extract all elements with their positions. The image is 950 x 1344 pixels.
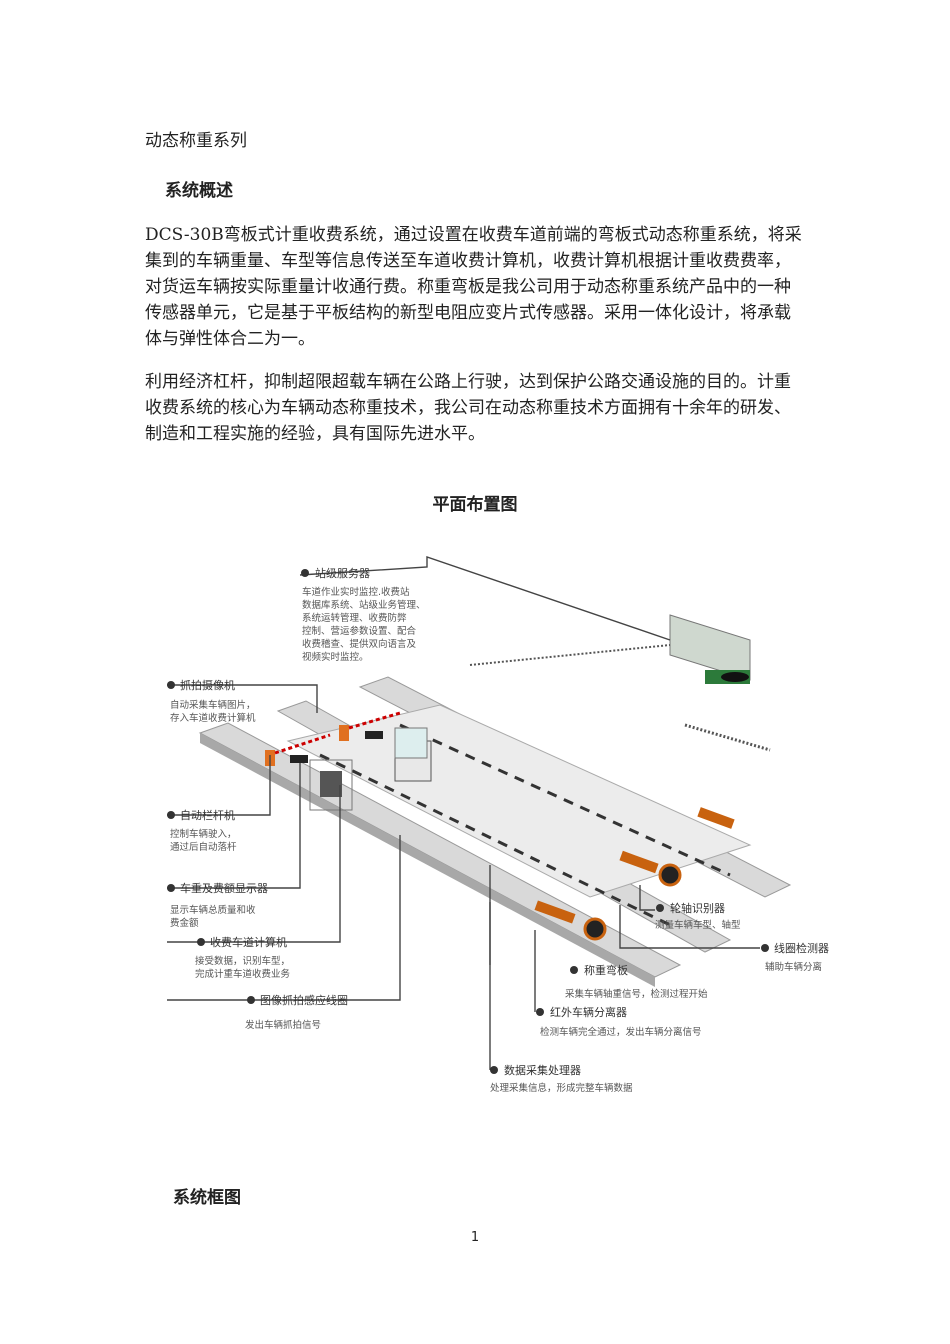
- svg-text:图像抓拍感应线圈: 图像抓拍感应线圈: [260, 993, 348, 1007]
- label-axle: 轮轴识别器 测量车辆车型、轴型: [655, 901, 741, 931]
- toll-booths: [265, 711, 432, 811]
- label-server-title: 站级服务器: [315, 566, 370, 580]
- svg-text:显示车辆总质量和收: 显示车辆总质量和收: [170, 904, 256, 916]
- document-title: 动态称重系列: [145, 131, 247, 151]
- layout-diagram: 站级服务器 车道作业实时监控.收费站 数据库系统、站级业务管理、 系统运转管理、…: [167, 556, 829, 1094]
- label-plate: 称重弯板 采集车辆轴重信号，检测过程开始: [565, 963, 708, 1000]
- svg-text:检测车辆完全通过，发出车辆分离信号: 检测车辆完全通过，发出车辆分离信号: [540, 1026, 702, 1038]
- svg-text:测量车辆车型、轴型: 测量车辆车型、轴型: [655, 919, 741, 931]
- svg-text:收费稽查、提供双向语言及: 收费稽查、提供双向语言及: [302, 638, 417, 650]
- label-barrier: 自动栏杆机 控制车辆驶入， 通过后自动落杆: [167, 808, 237, 853]
- svg-text:接受数据，识别车型，: 接受数据，识别车型，: [195, 955, 290, 967]
- svg-text:辅助车辆分离: 辅助车辆分离: [765, 961, 822, 973]
- toll-station-building: [469, 614, 771, 752]
- svg-text:数据库系统、站级业务管理、: 数据库系统、站级业务管理、: [302, 599, 426, 611]
- svg-text:称重弯板: 称重弯板: [584, 963, 628, 977]
- toll-lanes: [198, 676, 792, 987]
- label-loop: 线圈检测器 辅助车辆分离: [761, 941, 829, 973]
- leader-lines: [167, 556, 760, 1070]
- paragraph-overview: DCS-30B弯板式计重收费系统，通过设置在收费车道前端的弯板式动态称重系统，将…: [145, 225, 802, 349]
- svg-text:车重及费额显示器: 车重及费额显示器: [180, 881, 268, 895]
- label-dataproc: 数据采集处理器 处理采集信息，形成完整车辆数据: [490, 1063, 633, 1094]
- svg-text:数据采集处理器: 数据采集处理器: [504, 1063, 581, 1077]
- svg-text:处理采集信息，形成完整车辆数据: 处理采集信息，形成完整车辆数据: [490, 1082, 633, 1094]
- paragraph-purpose: 利用经济杠杆，抑制超限超载车辆在公路上行驶，达到保护公路交通设施的目的。计重收费…: [145, 372, 791, 444]
- section-heading-block-diagram: 系统框图: [173, 1188, 241, 1208]
- label-computer: 收费车道计算机 接受数据，识别车型， 完成计重车道收费业务: [195, 935, 291, 980]
- svg-text:线圈检测器: 线圈检测器: [774, 941, 829, 955]
- page-number: 1: [470, 1230, 480, 1245]
- label-server: 站级服务器 车道作业实时监控.收费站 数据库系统、站级业务管理、 系统运转管理、…: [301, 566, 426, 663]
- svg-text:控制、营运参数设置、配合: 控制、营运参数设置、配合: [302, 625, 417, 637]
- svg-text:发出车辆抓拍信号: 发出车辆抓拍信号: [245, 1019, 321, 1031]
- svg-text:控制车辆驶入，: 控制车辆驶入，: [170, 828, 237, 840]
- svg-text:采集车辆轴重信号，检测过程开始: 采集车辆轴重信号，检测过程开始: [565, 988, 708, 1000]
- section-heading-overview: 系统概述: [165, 181, 233, 201]
- svg-text:系统运转管理、收费防弊: 系统运转管理、收费防弊: [302, 612, 407, 624]
- label-infrared: 红外车辆分离器 检测车辆完全通过，发出车辆分离信号: [536, 1005, 702, 1038]
- svg-text:收费车道计算机: 收费车道计算机: [210, 935, 287, 949]
- label-display: 车重及费额显示器 显示车辆总质量和收 费金额: [167, 881, 268, 929]
- svg-text:自动采集车辆图片，: 自动采集车辆图片，: [170, 699, 256, 711]
- label-trigger: 图像抓拍感应线圈 发出车辆抓拍信号: [245, 993, 348, 1031]
- svg-text:抓拍摄像机: 抓拍摄像机: [180, 678, 235, 692]
- svg-text:轮轴识别器: 轮轴识别器: [670, 901, 725, 915]
- svg-text:视频实时监控。: 视频实时监控。: [302, 651, 369, 663]
- label-camera: 抓拍摄像机 自动采集车辆图片， 存入车道收费计算机: [167, 678, 256, 724]
- figure-title: 平面布置图: [432, 495, 518, 515]
- svg-text:完成计重车道收费业务: 完成计重车道收费业务: [195, 968, 291, 980]
- svg-text:存入车道收费计算机: 存入车道收费计算机: [170, 712, 256, 724]
- svg-text:费金额: 费金额: [170, 917, 199, 929]
- weigh-plates: [534, 807, 735, 941]
- svg-text:自动栏杆机: 自动栏杆机: [180, 808, 235, 822]
- svg-text:通过后自动落杆: 通过后自动落杆: [170, 841, 237, 853]
- svg-text:红外车辆分离器: 红外车辆分离器: [550, 1005, 627, 1019]
- svg-text:车道作业实时监控.收费站: 车道作业实时监控.收费站: [302, 586, 410, 598]
